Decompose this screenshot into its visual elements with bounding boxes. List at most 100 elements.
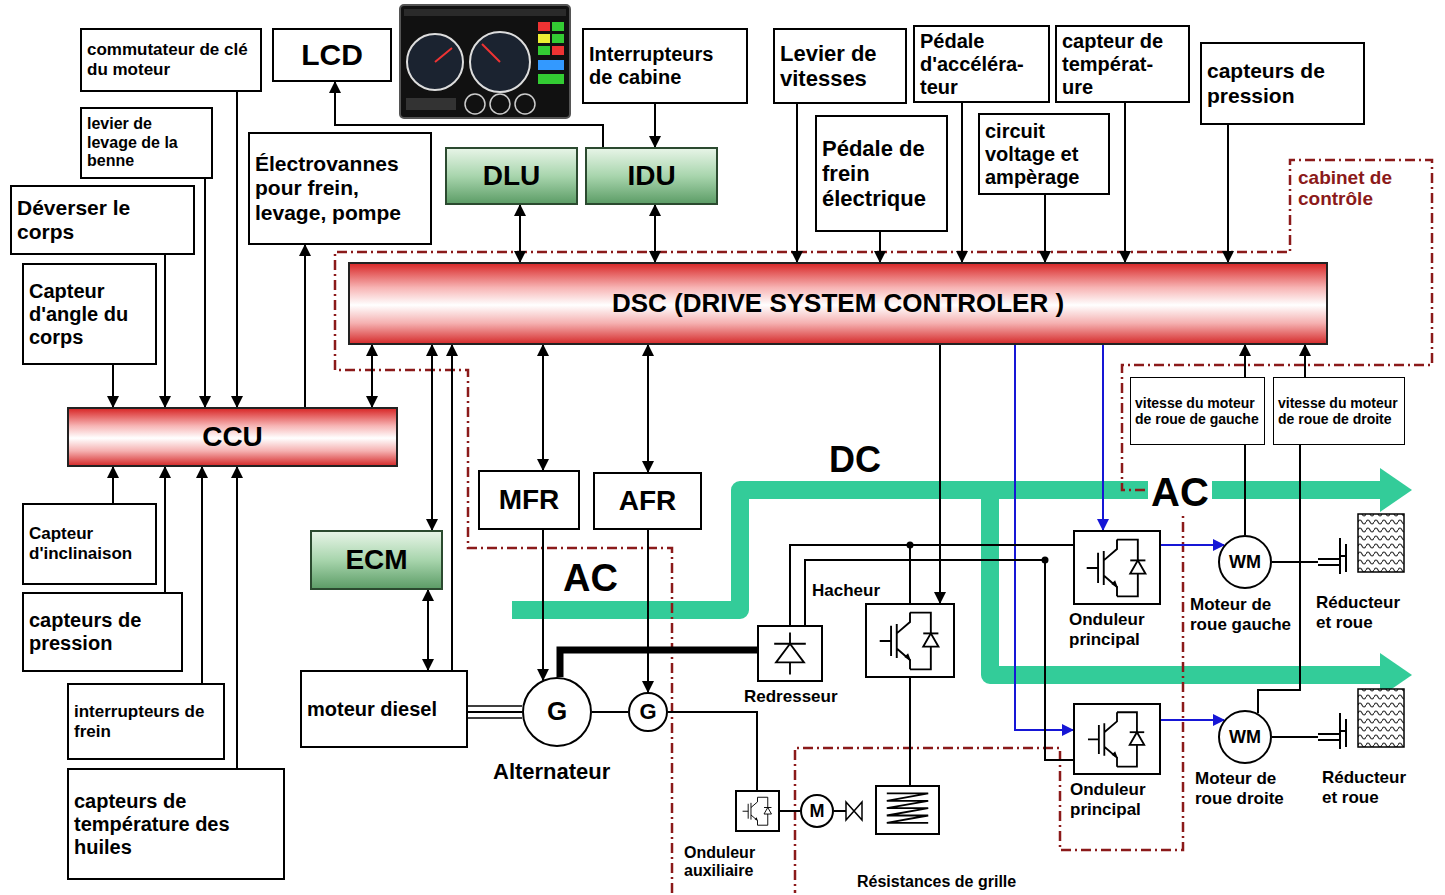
component-label: Onduleur principal: [1070, 780, 1170, 819]
signal-box: Électrovannes pour frein, levage, pompe: [248, 132, 432, 245]
connector: [592, 711, 628, 713]
signal-box: Pédale d'accéléra- teur: [913, 25, 1050, 103]
node-text: M: [802, 801, 832, 822]
node-text: Pédale de frein électrique: [822, 136, 941, 212]
igbt-symbol: [1075, 705, 1159, 773]
signal-box: levier de levage de la benne: [80, 107, 213, 179]
connector: [1124, 103, 1126, 262]
power-component: Onduleur auxiliaire: [735, 790, 780, 832]
power-line: [560, 650, 757, 677]
connector: [542, 345, 544, 470]
signal-box: Capteur d'inclinaison: [22, 503, 157, 585]
signal-box: capteurs de température des huiles: [67, 768, 285, 880]
node-text: capteurs de pression: [29, 609, 176, 655]
controller-box: CCU: [67, 407, 398, 467]
signal-box: Levier de vitesses: [773, 28, 907, 104]
signal-box: moteur diesel: [300, 670, 468, 748]
connector: [236, 92, 238, 407]
connector: [1227, 125, 1229, 262]
reducer-wheel: Réducteur et roue: [1318, 510, 1408, 575]
connector: [304, 245, 306, 407]
component-label: Hacheur: [812, 581, 894, 601]
connector: [780, 810, 800, 812]
machine-circle: M: [800, 794, 834, 828]
dc-bus-wire: [909, 545, 911, 603]
connector: [164, 467, 166, 592]
signal-box: capteurs de pression: [22, 592, 183, 672]
component-label: Moteur de roue droite: [1195, 769, 1315, 808]
bus-label: AC: [1148, 470, 1212, 514]
module-box: ECM: [310, 530, 443, 590]
machine-circle: G: [628, 692, 668, 732]
node-text: LCD: [279, 38, 385, 73]
node-text: Capteur d'angle du corps: [29, 280, 150, 349]
connector: [647, 345, 649, 472]
connector: [1244, 345, 1246, 377]
machine-circle: WMMoteur de roue droite: [1218, 710, 1272, 764]
signal-box: Capteur d'angle du corps: [22, 263, 157, 365]
ac-band-branch: [990, 490, 1385, 675]
junction-dot: [907, 542, 914, 549]
bus-label: DC: [826, 440, 884, 480]
connector: [1102, 345, 1104, 530]
component-label: Résistances de grille: [857, 873, 1057, 891]
signal-box: Interrupteurs de cabine: [582, 28, 748, 104]
connector: [201, 467, 203, 683]
connector: [236, 467, 238, 768]
valve-wire: [834, 810, 846, 812]
igbt-symbol: [1075, 532, 1159, 603]
connector: [879, 232, 881, 262]
node-text: vitesse du moteur de roue de gauche: [1135, 395, 1260, 427]
node-text: G: [630, 699, 666, 724]
igbt-symbol: [867, 605, 953, 676]
node-text: WM: [1220, 552, 1270, 573]
connector: [204, 179, 206, 407]
node-text: moteur diesel: [307, 698, 461, 721]
node-text: DLU: [452, 160, 571, 192]
signal-box: circuit voltage et ampèrage: [978, 113, 1110, 195]
connector: [647, 530, 649, 692]
gear-wheel-symbol: [1318, 510, 1408, 575]
shaft-line: [468, 706, 522, 718]
region-label: cabinet de contrôle: [1298, 168, 1428, 210]
node-text: interrupteurs de frein: [74, 702, 218, 741]
gear-wheel-symbol: [1318, 685, 1408, 750]
node-text: Électrovannes pour frein, levage, pompe: [255, 152, 425, 224]
connector: [468, 711, 522, 713]
component-label: Réducteur et roue: [1322, 768, 1422, 807]
node-text: AFR: [600, 485, 695, 517]
signal-box: Pédale de frein électrique: [815, 115, 948, 232]
connector: [939, 345, 941, 603]
signal-box: commutateur de clé du moteur: [80, 28, 262, 92]
node-text: capteurs de température des huiles: [74, 790, 278, 859]
power-component: Hacheur: [865, 603, 955, 678]
connector: [668, 712, 757, 790]
node-text: DSC (DRIVE SYSTEM CONTROLER ): [355, 289, 1321, 319]
connector: [371, 345, 373, 407]
component-label: Onduleur principal: [1069, 610, 1169, 649]
diode-symbol: [759, 627, 821, 680]
igbt-symbol: [737, 792, 778, 830]
reducer-wheel: Réducteur et roue: [1318, 685, 1408, 750]
connector: [654, 205, 656, 262]
junction-dot: [1042, 557, 1049, 564]
power-component: Onduleur principal: [1073, 530, 1161, 605]
component-label: Moteur de roue gauche: [1190, 595, 1300, 634]
bus-label: AC: [560, 558, 621, 600]
connector: [1244, 445, 1246, 535]
component-label: Réducteur et roue: [1316, 593, 1416, 632]
connector: [805, 560, 1073, 760]
signal-box: AFR: [593, 472, 702, 530]
control-cabinet-outline: [335, 160, 1432, 893]
node-text: vitesse du moteur de roue de droite: [1278, 395, 1400, 427]
node-text: circuit voltage et ampèrage: [985, 120, 1103, 189]
signal-box: capteurs de pression: [1200, 42, 1365, 125]
node-text: Pédale d'accéléra- teur: [920, 30, 1043, 99]
node-text: levier de levage de la benne: [87, 115, 206, 170]
signal-box: interrupteurs de frein: [67, 683, 225, 760]
band-arrowhead: [1380, 468, 1412, 512]
machine-label: Alternateur: [493, 760, 610, 784]
connector: [654, 104, 656, 147]
connector: [112, 467, 114, 503]
